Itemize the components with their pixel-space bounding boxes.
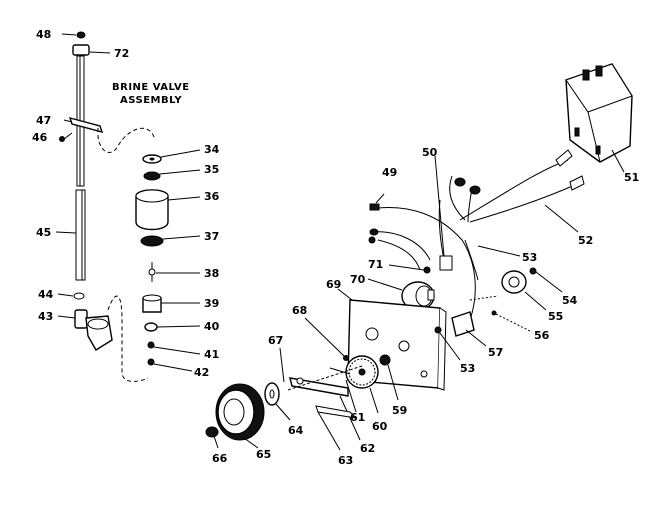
part-55-cam bbox=[501, 270, 547, 311]
part-54-nut bbox=[529, 267, 563, 293]
brine-line-dashed bbox=[97, 127, 156, 382]
callout-49: 49 bbox=[382, 166, 397, 179]
callout-42: 42 bbox=[194, 366, 209, 379]
callout-36: 36 bbox=[204, 190, 220, 203]
part-70-motor bbox=[367, 278, 435, 311]
assembly-title-line2: ASSEMBLY bbox=[120, 95, 182, 106]
part-61-lever bbox=[329, 367, 357, 413]
callout-57: 57 bbox=[488, 346, 503, 359]
part-35-seal bbox=[143, 169, 201, 181]
part-51-transformer bbox=[565, 63, 633, 173]
part-45-brine-rod bbox=[55, 55, 86, 281]
callout-37: 37 bbox=[204, 230, 219, 243]
callout-68: 68 bbox=[292, 304, 307, 317]
part-53-clip-lower bbox=[434, 326, 461, 361]
callout-61: 61 bbox=[350, 411, 365, 424]
part-63-link bbox=[315, 405, 358, 451]
part-39-fitting bbox=[142, 294, 200, 313]
callout-53-lower: 53 bbox=[460, 362, 475, 375]
part-68-pin bbox=[304, 317, 349, 361]
part-57-switch bbox=[451, 295, 499, 347]
callout-41: 41 bbox=[204, 348, 219, 361]
part-48-nut bbox=[61, 31, 86, 39]
part-34-washer bbox=[142, 149, 201, 164]
part-46-screw bbox=[59, 132, 73, 142]
callout-46: 46 bbox=[32, 131, 48, 144]
motor-wiring bbox=[368, 199, 479, 321]
callout-47: 47 bbox=[36, 114, 51, 127]
part-37-seal bbox=[140, 235, 201, 247]
callout-69: 69 bbox=[326, 278, 341, 291]
callout-62: 62 bbox=[360, 442, 375, 455]
part-71-screw bbox=[388, 264, 431, 274]
callout-44: 44 bbox=[38, 288, 54, 301]
part-42-ball bbox=[147, 358, 193, 372]
assembly-title-line1: BRINE VALVE bbox=[112, 82, 190, 93]
part-56-screw bbox=[491, 310, 533, 333]
callout-72: 72 bbox=[114, 47, 129, 60]
part-50-wire-clip bbox=[434, 155, 453, 271]
part-66-knob bbox=[205, 426, 219, 449]
callout-56: 56 bbox=[534, 329, 550, 342]
part-49-wire-connector bbox=[369, 193, 385, 211]
callout-39: 39 bbox=[204, 297, 219, 310]
part-47-float-bracket bbox=[63, 116, 104, 134]
callout-45: 45 bbox=[36, 226, 51, 239]
part-62-arm bbox=[289, 377, 361, 441]
callout-51: 51 bbox=[624, 171, 639, 184]
callout-66: 66 bbox=[212, 452, 228, 465]
callout-48: 48 bbox=[36, 28, 51, 41]
callout-63: 63 bbox=[338, 454, 353, 467]
callout-50: 50 bbox=[422, 146, 438, 159]
callout-65: 65 bbox=[256, 448, 271, 461]
part-43-valve-body bbox=[57, 309, 113, 351]
part-41-ball bbox=[147, 341, 201, 355]
part-72-fitting bbox=[72, 44, 111, 56]
part-59-gear bbox=[379, 354, 399, 401]
callout-53-upper: 53 bbox=[522, 251, 537, 264]
part-67-shaft bbox=[279, 347, 363, 391]
part-64-disc bbox=[264, 382, 291, 421]
part-53-wire-upper bbox=[477, 245, 521, 257]
callout-54: 54 bbox=[562, 294, 578, 307]
brine-valve-assembly: BRINE VALVE ASSEMBLY bbox=[55, 31, 201, 382]
callout-60: 60 bbox=[372, 420, 388, 433]
part-44-washer bbox=[57, 292, 85, 300]
callout-43: 43 bbox=[38, 310, 53, 323]
part-60-gear bbox=[345, 355, 379, 414]
callout-55: 55 bbox=[548, 310, 563, 323]
callout-64: 64 bbox=[288, 424, 304, 437]
callout-35: 35 bbox=[204, 163, 219, 176]
callout-34: 34 bbox=[204, 143, 220, 156]
part-65-timer-dial bbox=[215, 383, 265, 449]
callout-70: 70 bbox=[350, 273, 366, 286]
part-36-float-cylinder bbox=[135, 189, 201, 231]
callout-71: 71 bbox=[368, 258, 383, 271]
part-52-wire-harness bbox=[449, 149, 585, 233]
callout-38: 38 bbox=[204, 267, 219, 280]
part-38-pin bbox=[148, 262, 200, 282]
callout-40: 40 bbox=[204, 320, 220, 333]
callout-67: 67 bbox=[268, 334, 283, 347]
callout-labels: 48 72 47 46 45 44 43 34 35 36 37 38 39 4… bbox=[32, 28, 639, 467]
callout-52: 52 bbox=[578, 234, 593, 247]
part-40-ring bbox=[144, 322, 201, 332]
callout-59: 59 bbox=[392, 404, 407, 417]
